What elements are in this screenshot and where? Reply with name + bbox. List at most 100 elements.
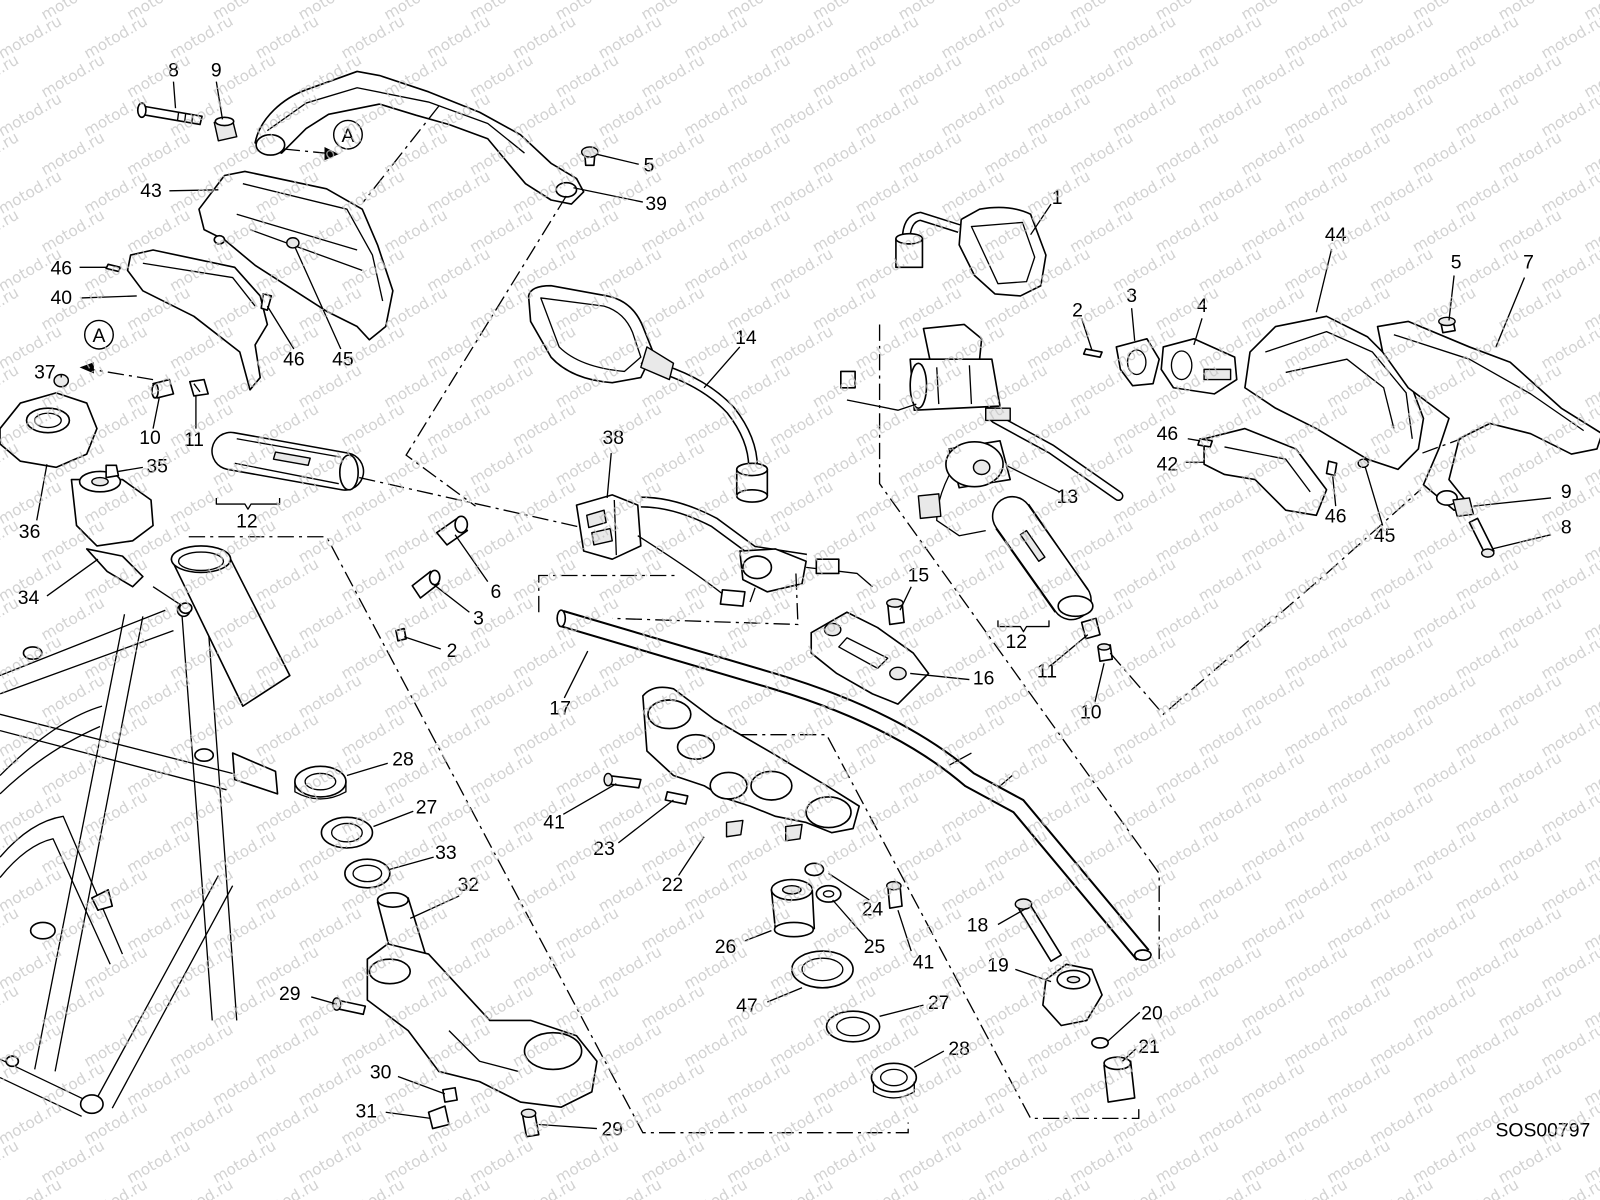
watermark-text: motod.ru xyxy=(1452,787,1522,838)
watermark-text: motod.ru xyxy=(1238,0,1308,24)
watermark-text: motod.ru xyxy=(1066,128,1136,179)
watermark-text: motod.ru xyxy=(1324,0,1394,24)
steering-stem-32-shape xyxy=(376,892,409,908)
watermark-text: motod.ru xyxy=(638,1059,708,1110)
watermark-text: motod.ru xyxy=(981,51,1051,102)
washer-25 xyxy=(804,862,842,903)
watermark-text: motod.ru xyxy=(1366,787,1436,838)
watermark-text: motod.ru xyxy=(638,904,708,955)
watermark-text: motod.ru xyxy=(1238,671,1308,722)
watermark-text: motod.ru xyxy=(1195,555,1265,606)
watermark-text: motod.ru xyxy=(1409,1059,1479,1110)
handlebar-17-shape xyxy=(559,612,1148,960)
watermark-text: motod.ru xyxy=(595,787,665,838)
watermark-text: motod.ru xyxy=(1495,826,1565,877)
throttle-housing-13-shape xyxy=(972,459,991,476)
watermark-text: motod.ru xyxy=(1452,90,1522,141)
callout-label: 45 xyxy=(1374,525,1396,547)
brake-master-cylinder-shape xyxy=(936,365,973,405)
watermark-text: motod.ru xyxy=(1581,206,1600,257)
watermark-text: motod.ru xyxy=(766,1175,836,1200)
callout-label: 15 xyxy=(908,565,930,587)
callout-label: 47 xyxy=(736,995,758,1017)
clip-11-left xyxy=(188,378,209,397)
watermark-text: motod.ru xyxy=(1452,632,1522,683)
watermark-text: motod.ru xyxy=(209,1136,279,1187)
watermark-text: motod.ru xyxy=(1452,245,1522,296)
watermark-text: motod.ru xyxy=(595,12,665,63)
callout-label: 24 xyxy=(862,898,884,920)
watermark-text: motod.ru xyxy=(595,555,665,606)
watermark-text: motod.ru xyxy=(1195,1175,1265,1200)
watermark-text: motod.ru xyxy=(638,826,708,877)
watermark-text: motod.ru xyxy=(1324,671,1394,722)
screws-5-8-9-46-45-right-shape xyxy=(1452,497,1475,518)
watermark-text: motod.ru xyxy=(1581,671,1600,722)
watermark-text: motod.ru xyxy=(1495,594,1565,645)
watermark-text: motod.ru xyxy=(638,981,708,1032)
frame-shape xyxy=(0,815,124,965)
ignition-switch-34 xyxy=(70,464,193,615)
callout-label: 25 xyxy=(864,936,886,958)
watermark-text: motod.ru xyxy=(509,943,579,994)
watermark-text: motod.ru xyxy=(1281,1020,1351,1071)
watermark-text: motod.ru xyxy=(1195,1020,1265,1071)
watermark-text: motod.ru xyxy=(0,710,65,761)
watermark-text: motod.ru xyxy=(1109,865,1179,916)
watermark-text: motod.ru xyxy=(852,787,922,838)
handguard-bracket-7-shape xyxy=(1393,334,1585,432)
ignition-switch-34-shape xyxy=(70,478,154,547)
callout-label: 6 xyxy=(491,581,502,603)
watermark-text: motod.ru xyxy=(424,632,494,683)
watermark-text: motod.ru xyxy=(252,1098,322,1149)
watermark-text: motod.ru xyxy=(81,787,151,838)
handguard-cover-40-shape xyxy=(126,249,269,391)
callout-label: 2 xyxy=(447,640,458,662)
watermark-text: motod.ru xyxy=(1024,1175,1094,1200)
callout-label: 44 xyxy=(1325,224,1347,246)
callout-label: 8 xyxy=(1561,517,1572,539)
watermark-text: motod.ru xyxy=(166,787,236,838)
washer-25-shape xyxy=(822,890,835,898)
watermark-text: motod.ru xyxy=(852,167,922,218)
callout-label: 9 xyxy=(211,60,222,82)
assembly-lines-shape xyxy=(878,324,1160,960)
watermark-text: motod.ru xyxy=(1324,981,1394,1032)
callout-label: 33 xyxy=(435,842,457,864)
top-triple-clamp-22 xyxy=(642,686,861,842)
callout-label: 12 xyxy=(236,511,258,533)
callout-label: 29 xyxy=(601,1119,623,1141)
view-ref-a-label: A xyxy=(341,125,354,147)
watermark-text: motod.ru xyxy=(209,1059,279,1110)
grip-12-right-shape xyxy=(1019,529,1046,562)
watermark-text: motod.ru xyxy=(0,206,22,257)
watermark-text: motod.ru xyxy=(124,749,194,800)
callout-label: 9 xyxy=(1561,481,1572,503)
watermark-text: motod.ru xyxy=(595,1175,665,1200)
callout-label: 32 xyxy=(458,874,480,896)
callout-label: 10 xyxy=(1080,701,1102,723)
frame-shape xyxy=(0,609,174,695)
callout-label: 28 xyxy=(392,748,414,770)
stem-nut-26-shape xyxy=(781,885,802,895)
watermark-text: motod.ru xyxy=(0,749,22,800)
watermark-text: motod.ru xyxy=(1495,516,1565,567)
watermark-text: motod.ru xyxy=(0,1175,65,1200)
brake-master-cylinder-shape xyxy=(991,414,1122,500)
watermark-text: motod.ru xyxy=(895,0,965,24)
watermark-text: motod.ru xyxy=(1538,632,1600,683)
handlebar-17-shape xyxy=(948,752,1013,789)
spacer-9-left xyxy=(213,116,238,142)
watermark-text: motod.ru xyxy=(209,981,279,1032)
watermark-text: motod.ru xyxy=(1452,865,1522,916)
brake-master-cylinder xyxy=(840,323,1124,502)
handguard-bracket-7-shape xyxy=(1435,490,1458,506)
watermark-text: motod.ru xyxy=(1195,90,1265,141)
watermark-text: motod.ru xyxy=(895,516,965,567)
bolt-18-shape xyxy=(1017,901,1063,963)
watermark-text: motod.ru xyxy=(1152,51,1222,102)
watermark-text: motod.ru xyxy=(552,206,622,257)
handguard-bracket-7-shape xyxy=(1376,320,1600,512)
watermark-text: motod.ru xyxy=(1324,51,1394,102)
